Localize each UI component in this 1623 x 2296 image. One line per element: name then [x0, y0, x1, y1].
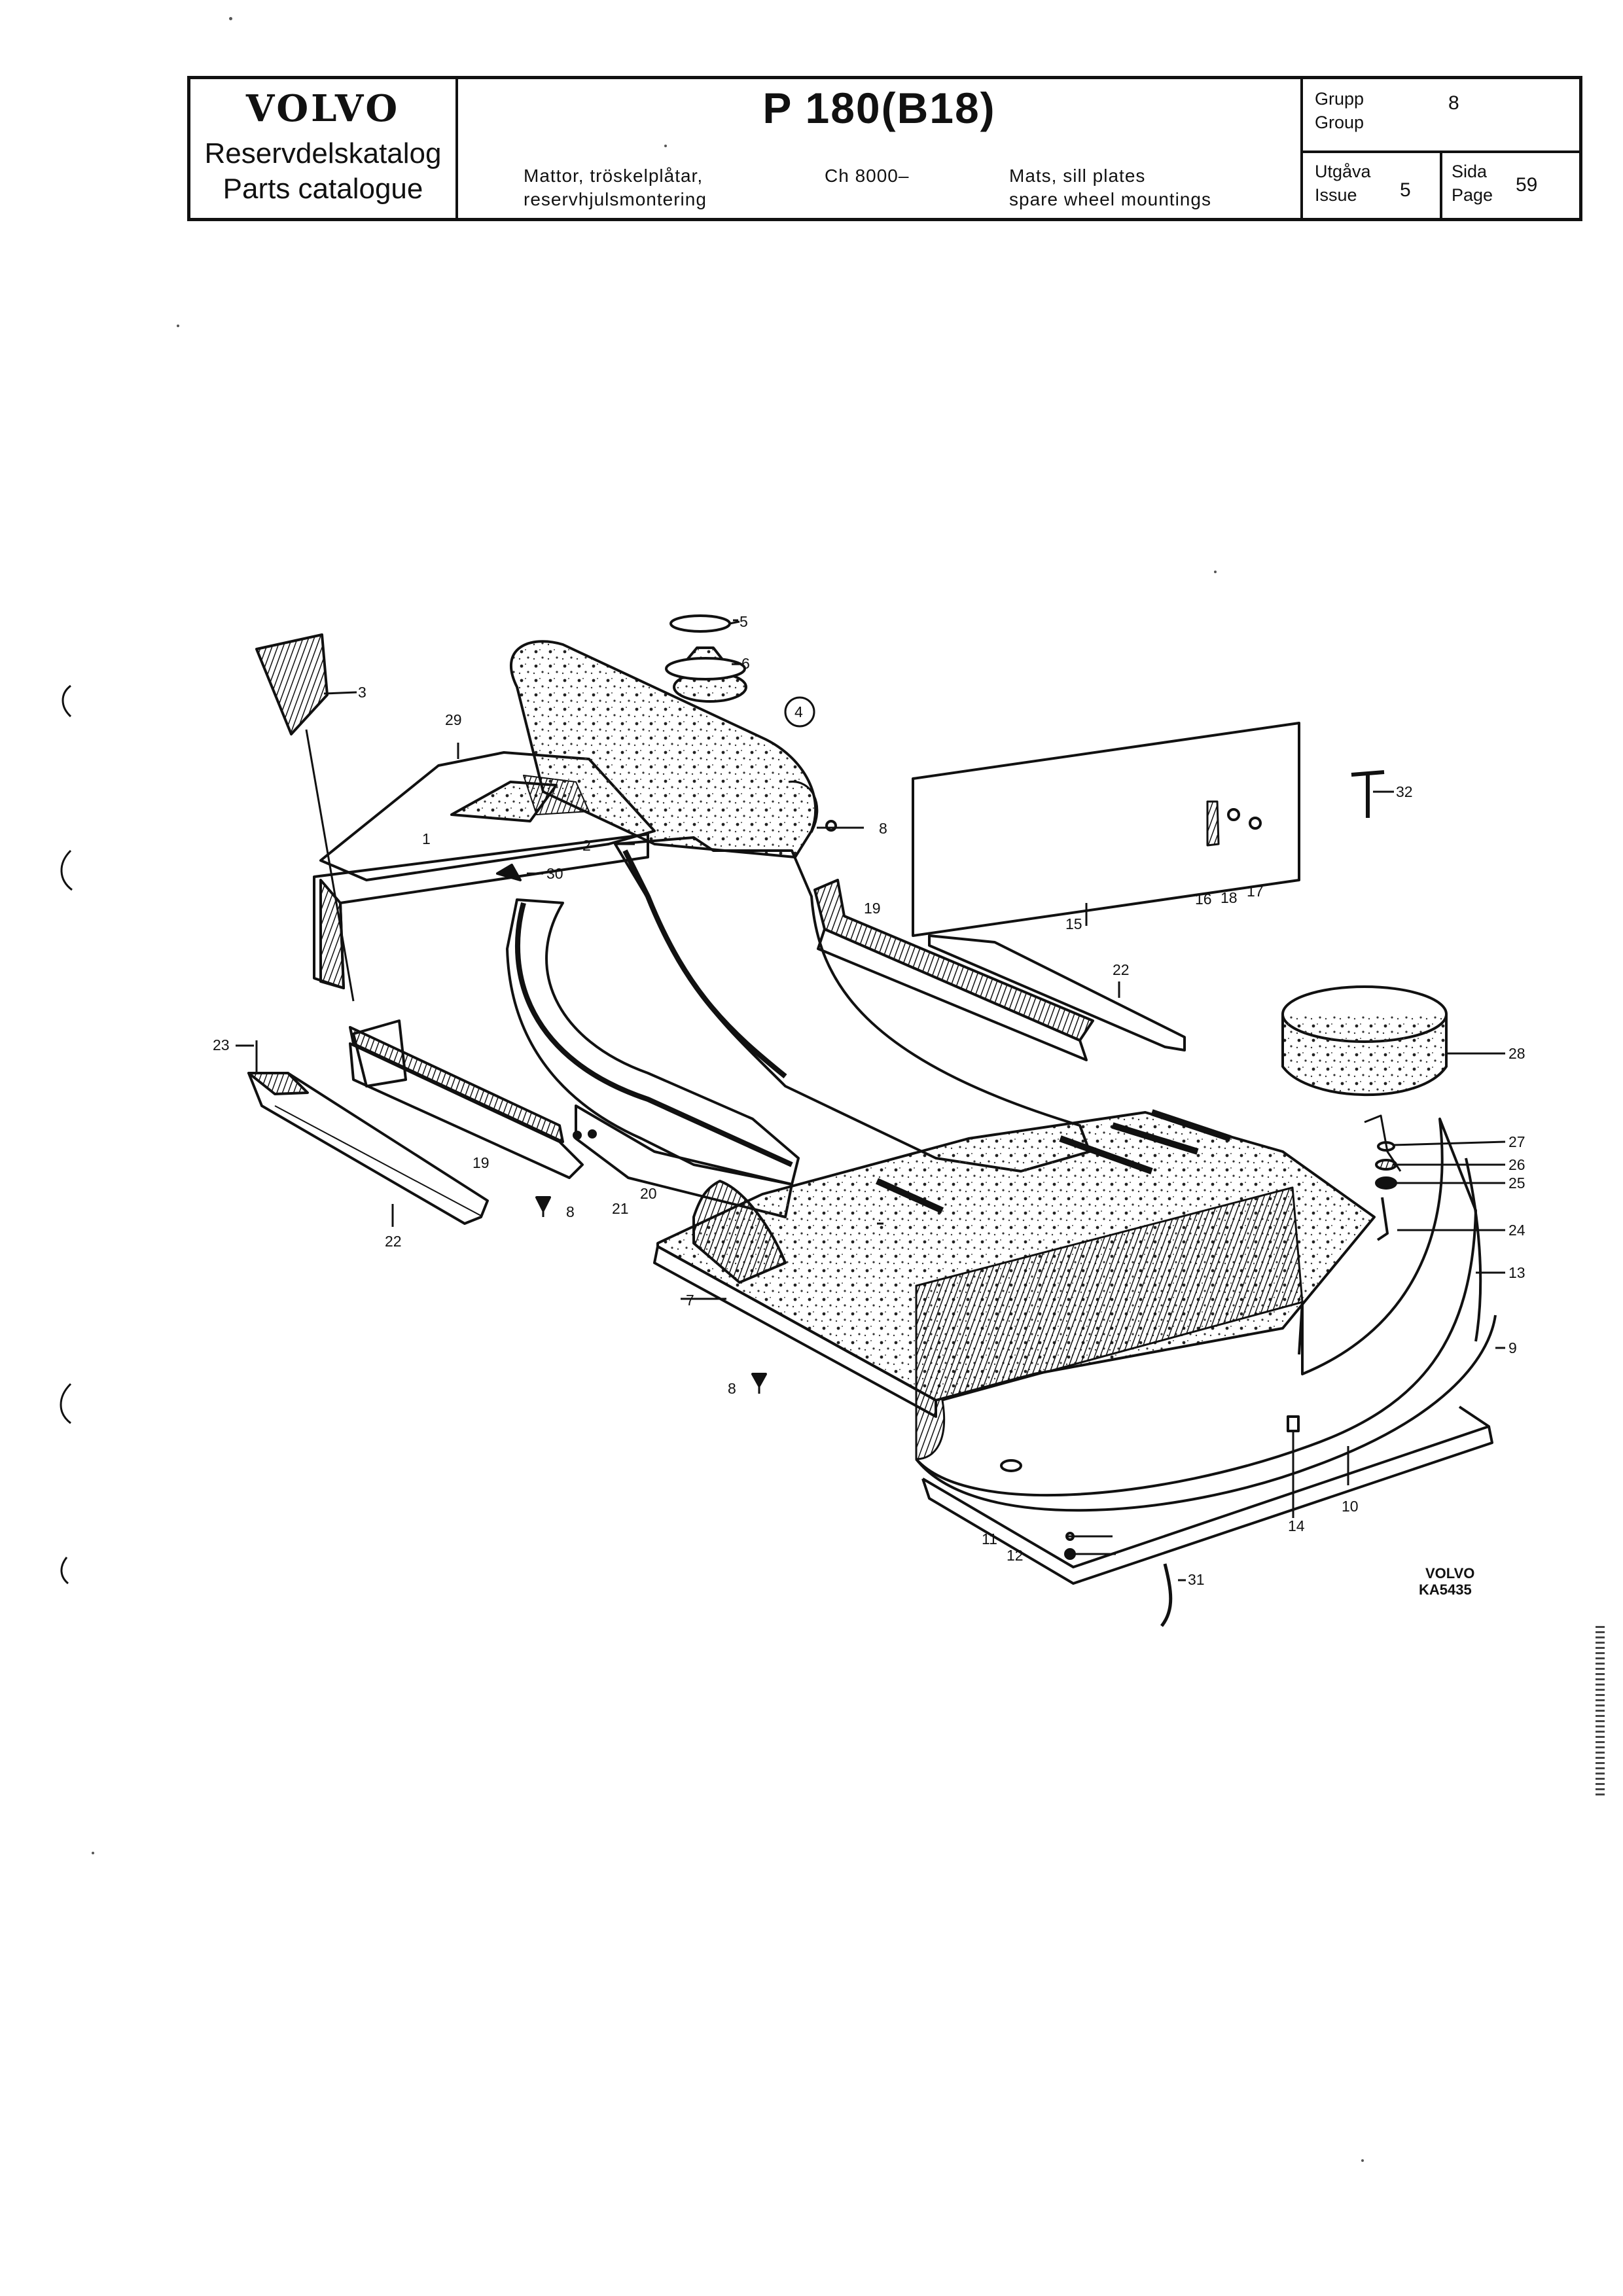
callout-8-top: 8	[879, 820, 887, 837]
page-cell: Sida Page 59	[1440, 153, 1579, 218]
page-value: 59	[1516, 174, 1538, 196]
callout-labels: 5 6 3 4 29 8 32 2 1 30 19 15 16 18 17 22…	[213, 613, 1525, 1588]
callout-2: 2	[582, 837, 591, 854]
print-speck	[1361, 2159, 1364, 2162]
catalog-title-sv: Reservdelskatalog	[204, 137, 442, 170]
callout-1: 1	[422, 830, 431, 847]
issue-label-en: Issue	[1315, 185, 1357, 205]
callout-30: 30	[546, 865, 563, 882]
callout-4-circle	[784, 696, 815, 728]
stamp-brand: VOLVO	[1425, 1565, 1474, 1581]
part-1-front-mat	[313, 751, 656, 989]
callout-27: 27	[1508, 1133, 1525, 1150]
callout-10: 10	[1342, 1498, 1359, 1515]
part-10-boot-floor-mat	[921, 1405, 1493, 1585]
issue-label-sv: Utgåva	[1315, 162, 1371, 181]
callout-20: 20	[640, 1185, 657, 1202]
group-cell: Grupp Group 8	[1303, 79, 1579, 153]
print-speck	[92, 1852, 94, 1854]
callout-28: 28	[1508, 1045, 1525, 1062]
section-title-en-1: Mats, sill plates	[1009, 166, 1146, 186]
callout-16: 16	[1195, 891, 1212, 908]
callout-24: 24	[1508, 1222, 1525, 1239]
callout-29: 29	[445, 711, 462, 728]
group-label-sv: Grupp	[1315, 89, 1364, 109]
callout-17: 17	[1247, 883, 1264, 900]
callout-3: 3	[358, 684, 366, 701]
callout-13: 13	[1508, 1264, 1525, 1281]
callout-7: 7	[686, 1292, 694, 1309]
binding-punch-marks	[60, 684, 73, 1585]
fasteners	[496, 820, 837, 1394]
callout-21: 21	[612, 1200, 629, 1217]
brand-cell: VOLVO Reservdelskatalog Parts catalogue	[190, 79, 458, 218]
part-24-27-spare-wheel-bolt	[1364, 1114, 1402, 1241]
callout-19-right: 19	[864, 900, 881, 917]
catalog-title-en: Parts catalogue	[223, 173, 423, 205]
callout-14: 14	[1288, 1517, 1305, 1534]
part-22-sill-trim-left	[247, 1040, 489, 1227]
callout-8-left: 8	[566, 1203, 575, 1220]
callout-5: 5	[740, 613, 748, 630]
section-title-en-2: spare wheel mountings	[1009, 189, 1211, 209]
print-speck	[177, 325, 179, 327]
callout-9: 9	[1508, 1339, 1517, 1356]
drawing-stamp: VOLVO KA5435	[1419, 1565, 1474, 1598]
callout-12: 12	[1007, 1547, 1024, 1564]
callout-25: 25	[1508, 1174, 1525, 1192]
part-15-bulkhead-panel	[912, 722, 1300, 937]
title-cell: P 180(B18) Mattor, tröskelplåtar, reserv…	[458, 79, 1303, 218]
callout-8-bottom: 8	[728, 1380, 736, 1397]
leader-lines	[236, 619, 1506, 1581]
stamp-code: KA5435	[1419, 1581, 1472, 1598]
part-28-spare-wheel	[1281, 985, 1448, 1097]
catalog-header: VOLVO Reservdelskatalog Parts catalogue …	[187, 76, 1582, 221]
callout-11: 11	[982, 1530, 997, 1547]
callout-26: 26	[1508, 1156, 1525, 1173]
barcode-strip	[1596, 1626, 1605, 1796]
issue-cell: Utgåva Issue 5	[1303, 153, 1440, 218]
part-31-rod	[1160, 1563, 1173, 1627]
part-22-sill-trim-right	[928, 934, 1186, 1051]
print-speck	[229, 17, 232, 20]
index-cells: Grupp Group 8 Utgåva Issue 5 Sida Page 5…	[1303, 79, 1579, 218]
part-19-sill-plate-right	[813, 879, 1094, 1061]
page-label-sv: Sida	[1452, 162, 1488, 181]
callout-18: 18	[1221, 889, 1238, 906]
print-speck	[1214, 571, 1217, 573]
part-19-sill-plate-left	[349, 1026, 584, 1179]
callout-22-right: 22	[1113, 961, 1130, 978]
callout-22-left: 22	[385, 1233, 402, 1250]
issue-value: 5	[1400, 179, 1411, 201]
callout-23: 23	[213, 1036, 230, 1053]
callout-19-left: 19	[473, 1154, 490, 1171]
model-title: P 180(B18)	[458, 83, 1300, 133]
group-label-en: Group	[1315, 113, 1364, 132]
part-14-clip	[1287, 1415, 1300, 1518]
group-value: 8	[1448, 92, 1459, 114]
chassis-range: Ch 8000–	[825, 166, 910, 186]
callout-15: 15	[1065, 915, 1082, 932]
callout-31: 31	[1188, 1571, 1205, 1588]
callout-4: 4	[794, 703, 803, 720]
part-4-tunnel-cover	[509, 640, 819, 858]
section-title-sv-1: Mattor, tröskelplåtar,	[524, 166, 704, 186]
model-name: P 180	[762, 84, 882, 132]
callout-32: 32	[1396, 783, 1413, 800]
part-32-bolt	[1351, 770, 1394, 818]
part-5-6-lever-boot	[665, 614, 746, 680]
callout-6: 6	[741, 655, 750, 672]
print-speck	[664, 145, 667, 147]
section-title-sv-2: reservhjulsmontering	[524, 189, 707, 209]
volvo-logo: VOLVO	[245, 87, 401, 131]
engine-code: (B18)	[881, 84, 996, 132]
part-13-boot-side-mat	[915, 1118, 1497, 1512]
page-label-en: Page	[1452, 185, 1493, 205]
